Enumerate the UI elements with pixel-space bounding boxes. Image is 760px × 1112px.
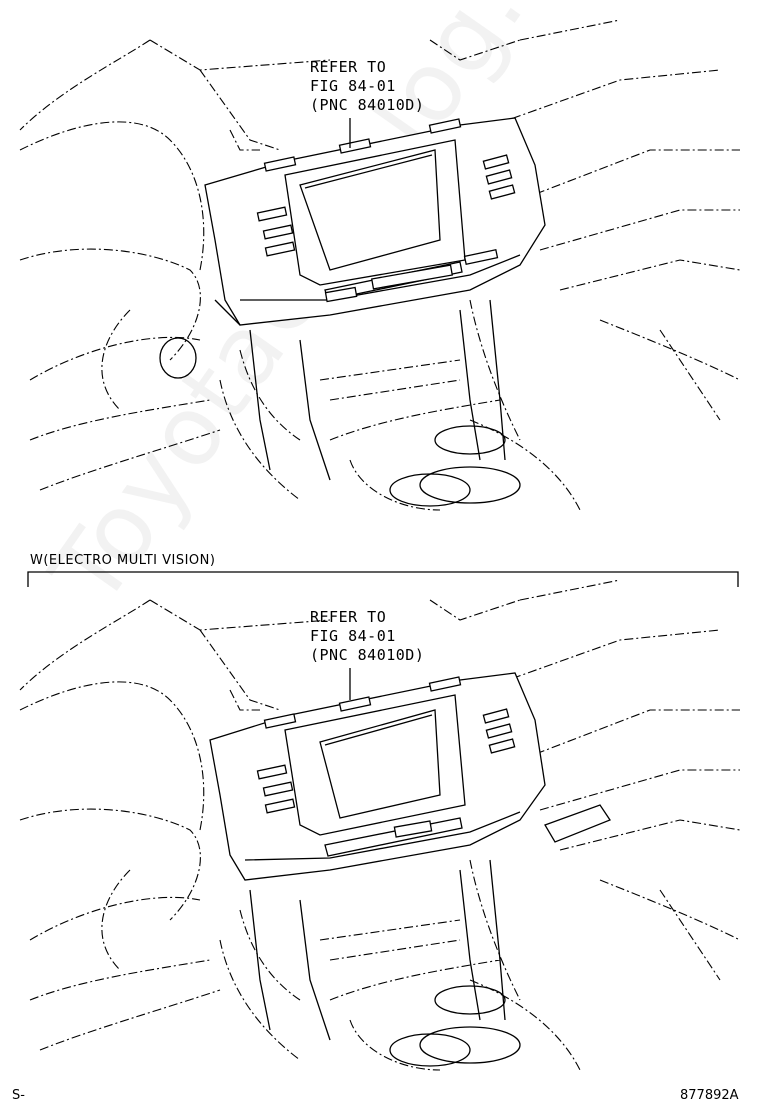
upper-callout-line-2: FIG 84-01 bbox=[310, 77, 396, 95]
lower-callout-line-1: REFER TO bbox=[310, 608, 387, 626]
upper-callout-line-3: (PNC 84010D) bbox=[310, 96, 425, 114]
upper-callout-line-1: REFER TO bbox=[310, 58, 387, 76]
variant-label: W(ELECTRO MULTI VISION) bbox=[30, 553, 216, 568]
footer-left-mark: S- bbox=[12, 1088, 25, 1103]
lower-callout-line-2: FIG 84-01 bbox=[310, 627, 396, 645]
lower-callout-line-3: (PNC 84010D) bbox=[310, 646, 425, 664]
lower-display bbox=[319, 709, 441, 819]
lower-dashboard-view bbox=[19, 579, 741, 1071]
variant-bracket bbox=[27, 571, 739, 587]
upper-dashboard-view bbox=[19, 19, 741, 511]
illustration-number: 877892A bbox=[680, 1088, 739, 1103]
upper-vent-circle bbox=[159, 337, 197, 379]
